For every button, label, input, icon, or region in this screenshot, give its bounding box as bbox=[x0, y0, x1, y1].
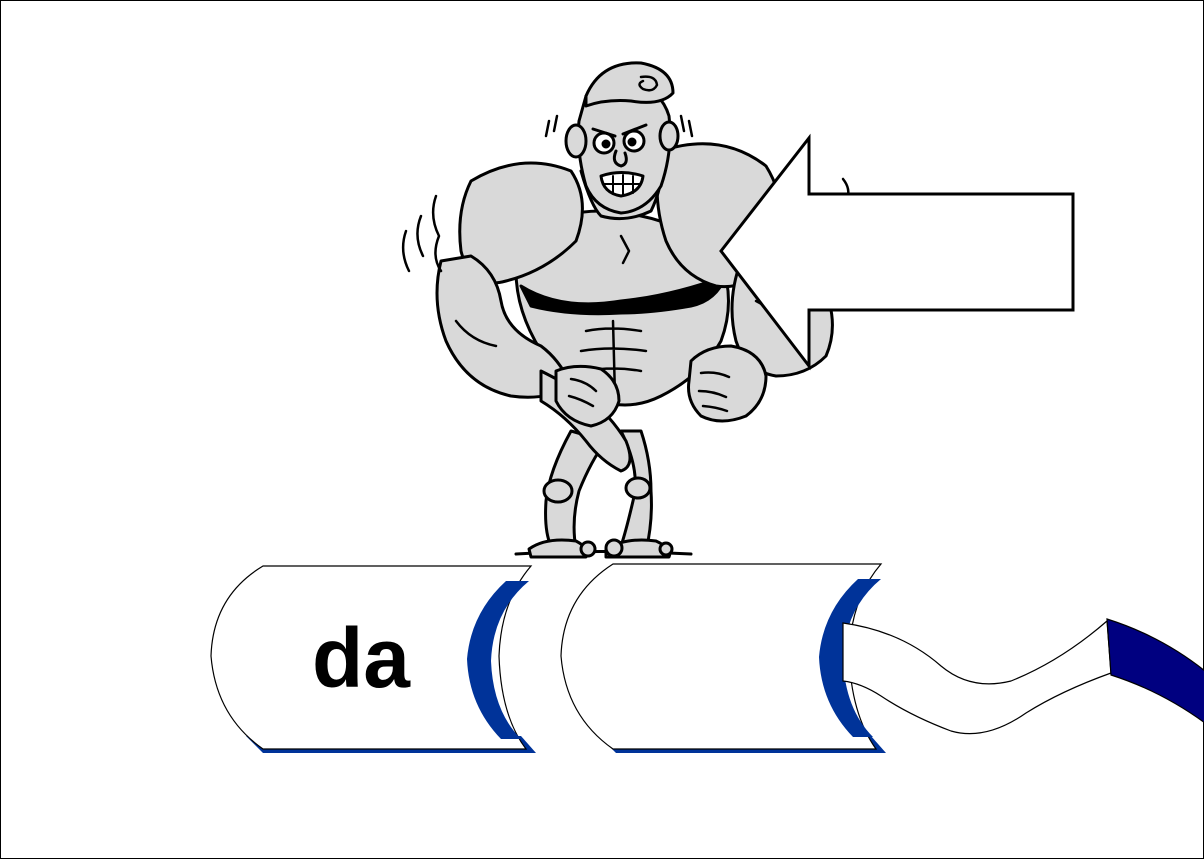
wavy-tail bbox=[843, 619, 1204, 734]
segment-label: da bbox=[312, 611, 411, 705]
segment-1: da bbox=[211, 566, 536, 753]
segment-2 bbox=[561, 564, 886, 753]
